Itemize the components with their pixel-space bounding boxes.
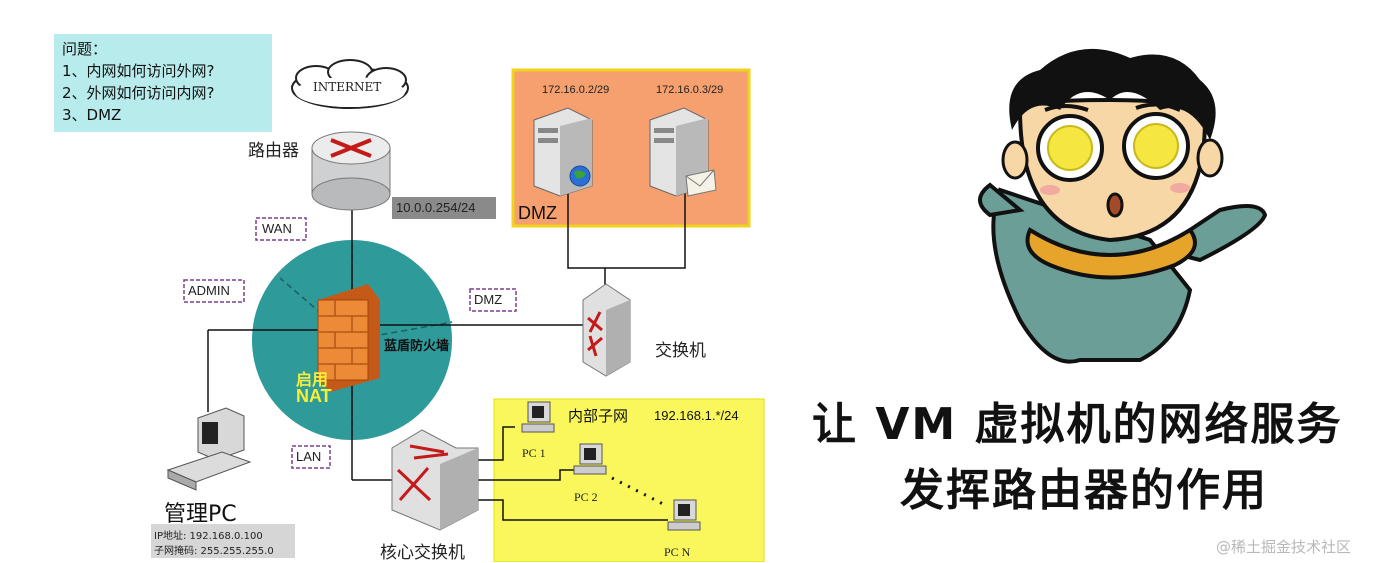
router-ip: 10.0.0.254/24 [396,200,476,215]
pc-n-icon [667,499,701,531]
admin-pc-label: 管理PC [164,502,237,527]
switch-label: 交换机 [655,341,706,361]
switch-icon [582,283,631,377]
pc-n-label: PC N [664,545,691,559]
wan-tag: WAN [262,221,292,236]
router-label: 路由器 [248,141,299,161]
nat-line-1: 启用 [296,370,329,389]
dmz-server-2-ip: 172.16.0.3/29 [656,84,724,96]
dmz-tag: DMZ [474,292,503,307]
router-icon [311,131,391,211]
pc-2-icon [573,443,607,475]
caption-line-1: 让 VM 虚拟机的网络服务 [812,399,1343,450]
pc-1-icon [521,401,555,433]
nat-line-2: NAT [296,386,332,406]
dmz-server-1-icon [533,107,593,197]
admin-pc-ip: IP地址: 192.168.0.100 [154,531,263,542]
dmz-zone-label: DMZ [518,203,557,223]
cartoon-character-illustration [978,48,1268,364]
firewall-label: 蓝盾防火墙 [384,339,450,354]
network-diagram [151,59,765,562]
admin-tag: ADMIN [188,283,230,298]
internet-label: INTERNET [313,80,382,94]
dmz-server-1-ip: 172.16.0.2/29 [542,84,610,96]
character-body [978,182,1268,364]
admin-pc-icon [166,407,252,491]
caption-line-2: 发挥路由器的作用 [900,465,1268,516]
pc-1-label: PC 1 [522,446,546,460]
internal-subnet-ip: 192.168.1.*/24 [654,408,739,423]
internal-subnet-label: 内部子网 [568,407,629,425]
internet-cloud-icon [291,59,409,109]
question-box: 问题： 1、内网如何访问外网? 2、外网如何访问内网? 3、DMZ [54,34,272,132]
core-switch-label: 核心交换机 [380,543,465,563]
dmz-server-2-icon [649,107,717,197]
admin-pc-mask: 子网掩码: 255.255.255.0 [154,546,274,557]
pc-2-label: PC 2 [574,490,598,504]
question-item-2: 2、外网如何访问内网? [62,84,215,102]
watermark: @稀土掘金技术社区 [1216,538,1352,556]
core-switch-icon [391,429,479,531]
character-head [1001,48,1224,243]
question-title: 问题： [62,40,108,58]
question-item-1: 1、内网如何访问外网? [62,62,215,80]
firewall-icon [317,284,380,392]
question-item-3: 3、DMZ [62,106,122,124]
lan-tag: LAN [296,449,322,464]
